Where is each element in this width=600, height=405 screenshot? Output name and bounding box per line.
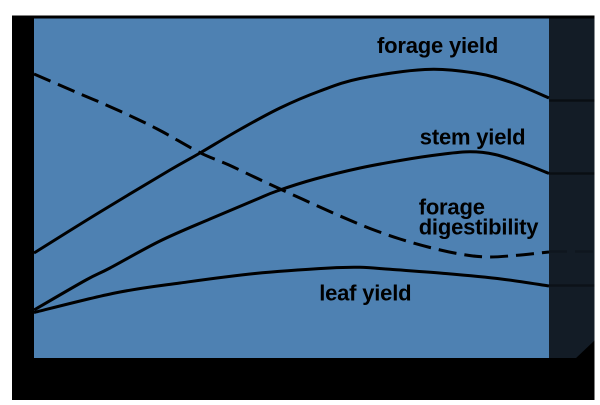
svg-text:forage: forage bbox=[419, 194, 485, 219]
svg-text:stem yield: stem yield bbox=[420, 125, 526, 150]
svg-text:forage yield: forage yield bbox=[377, 33, 498, 58]
svg-text:digestibility: digestibility bbox=[419, 214, 540, 239]
svg-text:leaf yield: leaf yield bbox=[319, 280, 411, 305]
